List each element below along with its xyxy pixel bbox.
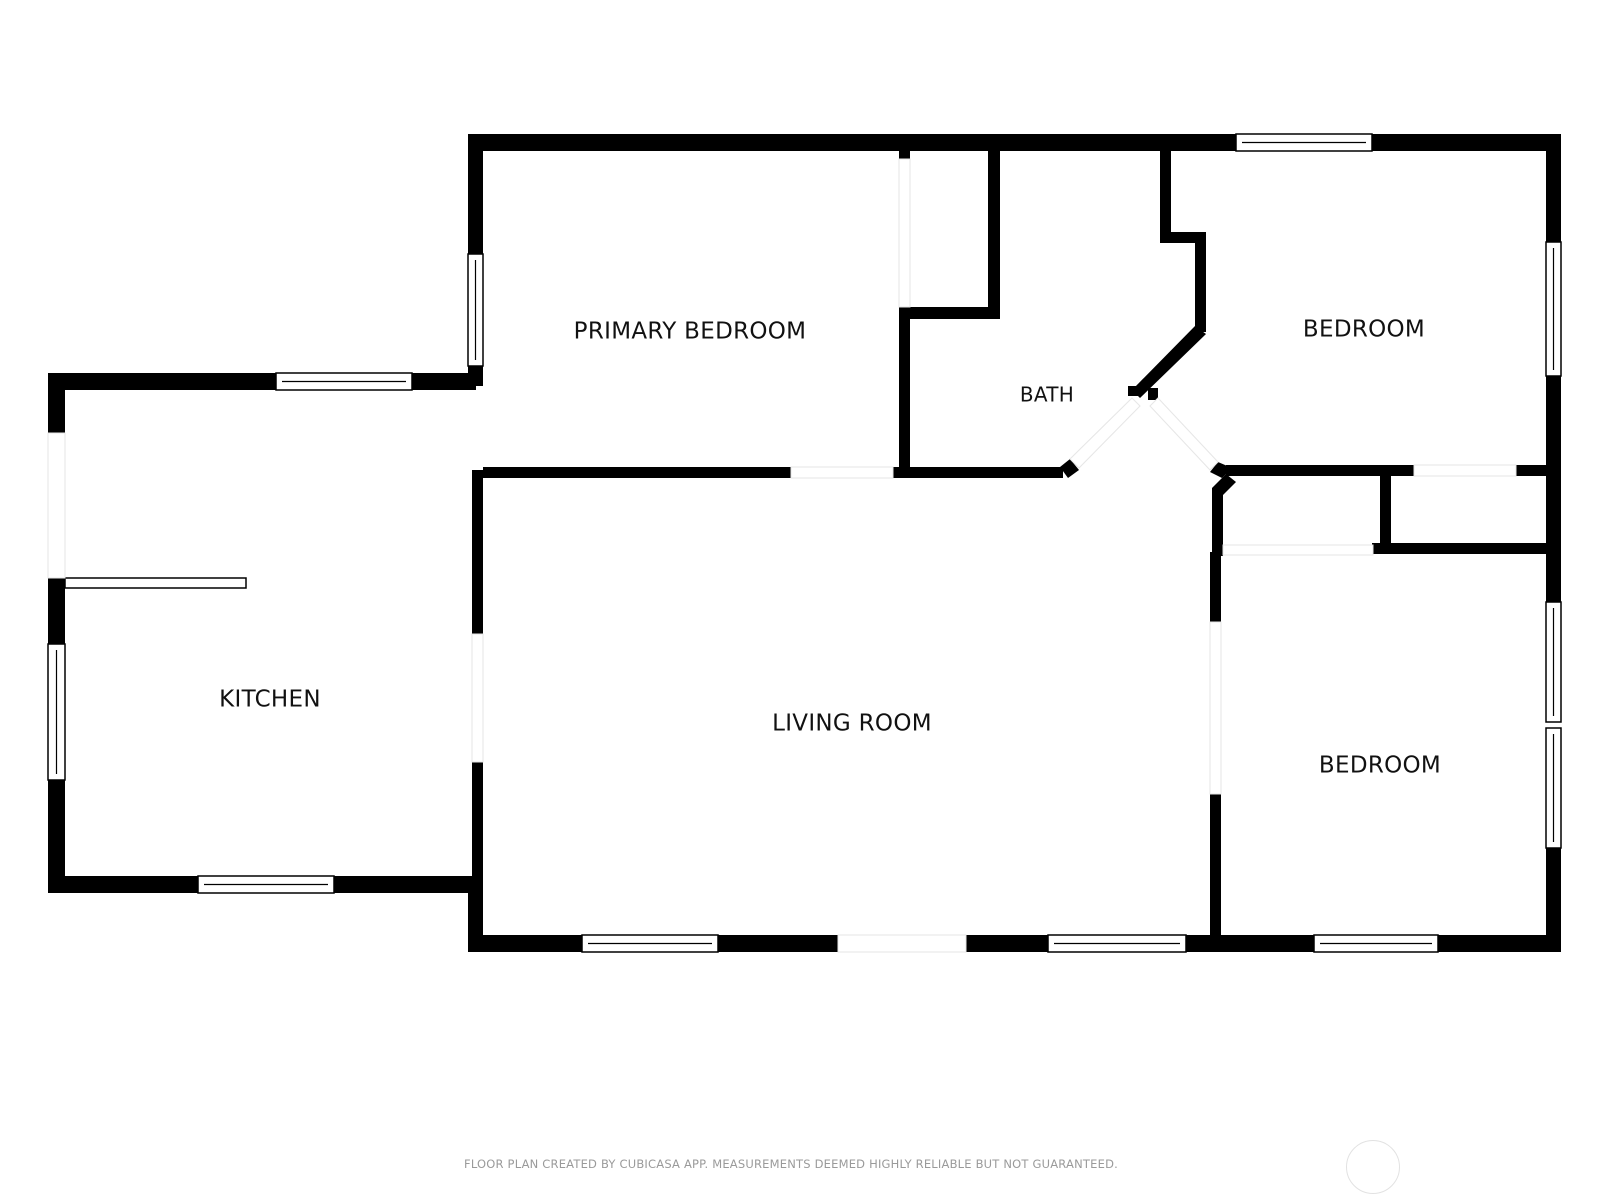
disclaimer-text: FLOOR PLAN CREATED BY CUBICASA APP. MEAS… — [464, 1157, 1118, 1171]
wall-living-kitchen-upper — [472, 470, 483, 634]
door-bath-diagonal — [1069, 397, 1141, 469]
kitchen-wall-left-upper — [48, 373, 65, 433]
wall-bottom — [468, 935, 1561, 952]
window-bedroom2-bottom — [1313, 934, 1439, 953]
wall-bath-door-post-b — [1148, 388, 1158, 400]
wall-closet-bottom — [899, 307, 1000, 319]
door-primary-closet — [898, 158, 911, 308]
label-living-room: LIVING ROOM — [772, 711, 932, 737]
wall-closet-stub — [899, 151, 910, 159]
logo-circle — [1346, 1140, 1400, 1194]
wall-primary-living-left — [483, 467, 791, 478]
wall-main-left-lower — [468, 880, 483, 952]
label-kitchen: KITCHEN — [219, 687, 321, 713]
wall-right-lower — [1546, 848, 1561, 952]
window-bedroom1-right — [1545, 241, 1562, 377]
exterior-walls — [468, 134, 1561, 952]
door-front — [837, 934, 967, 953]
wall-bath-door-post-a — [1128, 386, 1142, 396]
window-bedroom2-right-upper — [1545, 601, 1562, 723]
door-living-bedroom2 — [1209, 621, 1222, 795]
door-openings — [47, 158, 1517, 953]
wall-bath-diagonal-lower — [1060, 459, 1079, 478]
label-primary-bedroom: PRIMARY BEDROOM — [574, 319, 807, 345]
kitchen-counter — [64, 577, 247, 589]
wall-bedroom1-notch-vert — [1160, 151, 1171, 243]
door-hall-closet — [1222, 544, 1374, 556]
kitchen-walls — [48, 373, 476, 893]
door-kitchen-left — [47, 432, 66, 579]
window-kitchen-bottom — [197, 875, 335, 894]
wall-living-kitchen-lower — [472, 762, 483, 882]
wall-closet-right — [988, 151, 1000, 319]
room-labels: PRIMARY BEDROOM BATH BEDROOM KITCHEN LIV… — [219, 317, 1441, 779]
label-bedroom-2: BEDROOM — [1319, 753, 1441, 779]
wall-bath-right-vert — [1195, 232, 1206, 332]
wall-right-mid — [1546, 376, 1561, 602]
wall-living-bedroom2-lower — [1210, 794, 1221, 942]
wall-bedroom1-bottom-left — [1226, 465, 1414, 476]
wall-hall-closet-divider — [1380, 470, 1391, 552]
wall-right-upper — [1546, 134, 1561, 242]
window-living-bottom-right — [1047, 934, 1187, 953]
wall-living-bedroom2-upper — [1210, 552, 1221, 622]
kitchen-wall-left-lower — [48, 780, 65, 892]
wall-primary-living-right — [893, 467, 1063, 478]
wall-hall-closet-left — [1212, 488, 1223, 556]
window-living-bottom-left — [581, 934, 719, 953]
interior-walls — [483, 151, 1546, 942]
label-bedroom-1: BEDROOM — [1303, 317, 1425, 343]
disclaimer-footer: FLOOR PLAN CREATED BY CUBICASA APP. MEAS… — [0, 1157, 1600, 1171]
wall-bedroom1-bottom-right — [1516, 465, 1546, 476]
kitchen-wall-left-mid — [48, 578, 65, 644]
wall-main-left-upper — [468, 134, 483, 254]
door-bedroom1-diagonal — [1149, 397, 1219, 471]
door-linen — [1413, 464, 1517, 477]
label-bath: BATH — [1020, 383, 1074, 407]
windows — [47, 133, 1562, 953]
window-kitchen-top — [275, 372, 413, 391]
window-kitchen-left — [47, 643, 66, 781]
wall-bath-left — [899, 307, 910, 478]
wall-linen-bottom — [1372, 543, 1546, 554]
window-bedroom1-top — [1235, 133, 1373, 152]
wall-top — [468, 134, 1561, 151]
wall-bath-diagonal-upper — [1132, 326, 1206, 398]
door-kitchen-living — [471, 633, 484, 763]
window-bedroom2-right-lower — [1545, 727, 1562, 849]
door-primary-living — [790, 466, 894, 479]
window-primary-left — [467, 253, 484, 367]
wall-bedroom1-notch-horiz — [1160, 232, 1206, 243]
